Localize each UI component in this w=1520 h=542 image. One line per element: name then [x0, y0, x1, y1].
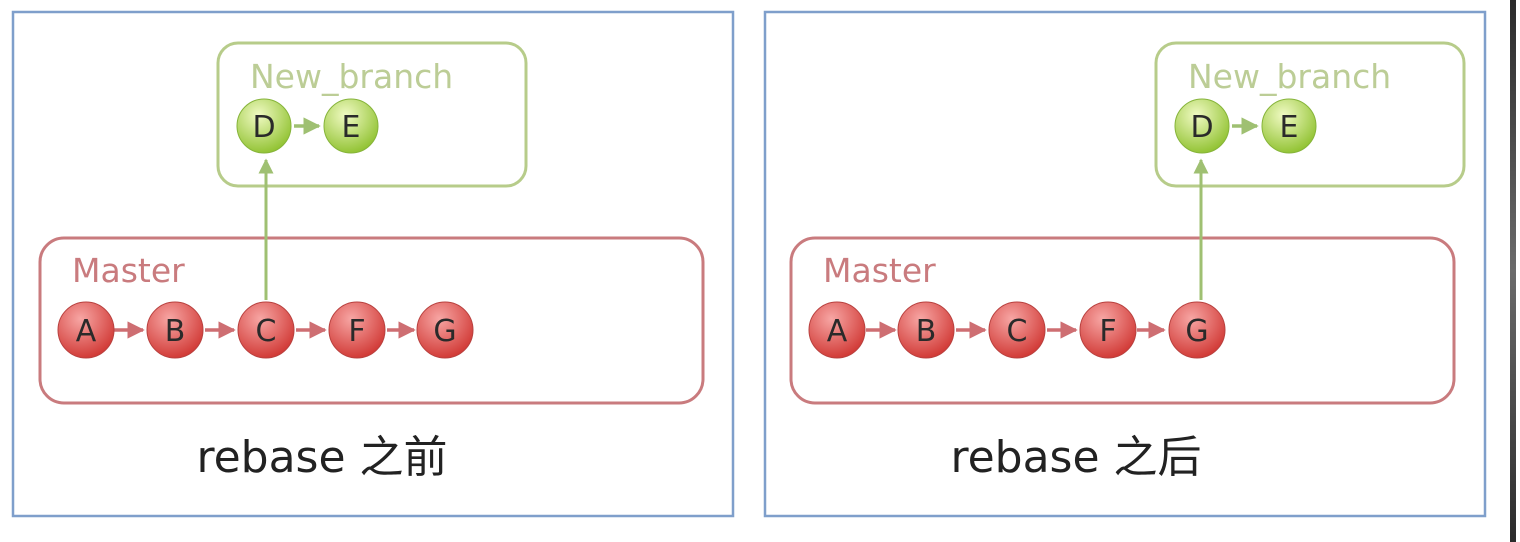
panel-border: [11, 10, 735, 518]
svg-text:F: F: [1099, 314, 1116, 349]
svg-text:B: B: [165, 314, 186, 349]
svg-text:E: E: [342, 110, 361, 145]
commit-node: F: [1079, 301, 1137, 359]
commit-node: G: [416, 301, 474, 359]
new-branch-group: New_branch: [216, 41, 528, 188]
new-branch-label: New_branch: [1188, 57, 1391, 96]
commit-node: B: [897, 301, 955, 359]
svg-text:D: D: [252, 110, 275, 145]
commit-node: C: [237, 301, 295, 359]
screen-edge-bar: [1510, 0, 1516, 542]
svg-text:A: A: [827, 314, 848, 349]
commit-node: A: [808, 301, 866, 359]
new-branch-box: [1154, 41, 1466, 188]
svg-text:D: D: [1190, 110, 1213, 145]
commit-node: D: [1174, 98, 1230, 154]
commit-node: E: [1261, 98, 1317, 154]
master-label: Master: [823, 251, 936, 290]
new-branch-box: [216, 41, 528, 188]
master-group: Master: [38, 236, 705, 405]
svg-text:B: B: [916, 314, 937, 349]
svg-text:C: C: [1007, 314, 1028, 349]
new-branch-label: New_branch: [250, 57, 453, 96]
svg-text:E: E: [1280, 110, 1299, 145]
panel-caption: rebase 之后: [950, 432, 1201, 483]
commit-node: D: [236, 98, 292, 154]
svg-text:F: F: [348, 314, 365, 349]
panel-border: [763, 10, 1487, 518]
commit-node: B: [146, 301, 204, 359]
commit-node: C: [988, 301, 1046, 359]
svg-text:G: G: [433, 314, 456, 349]
commit-node: G: [1168, 301, 1226, 359]
svg-text:C: C: [256, 314, 277, 349]
panel-caption: rebase 之前: [196, 432, 447, 483]
master-group: Master: [789, 236, 1456, 405]
svg-text:A: A: [76, 314, 97, 349]
panel-before: New_branch Master A B C F: [11, 10, 735, 518]
commit-node: A: [57, 301, 115, 359]
svg-text:G: G: [1185, 314, 1208, 349]
panel-after: New_branch Master A B C F: [763, 10, 1487, 518]
master-box: [789, 236, 1456, 405]
commit-node: E: [323, 98, 379, 154]
master-label: Master: [72, 251, 185, 290]
new-branch-group: New_branch: [1154, 41, 1466, 188]
master-box: [38, 236, 705, 405]
commit-node: F: [328, 301, 386, 359]
